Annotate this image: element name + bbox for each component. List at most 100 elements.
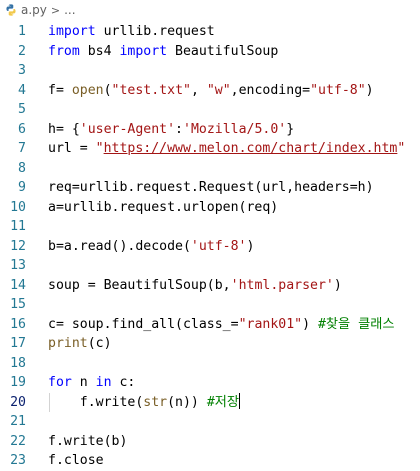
code-text: f.write(str(n)) #저장 [48, 392, 241, 413]
line-number: 8 [18, 160, 26, 176]
code-token-plain: BeautifulSoup [167, 43, 279, 59]
code-token-plain: f= [48, 82, 72, 98]
code-token-plain: n [71, 375, 96, 390]
code-text: a=urllib.request.urlopen(req) [48, 198, 278, 218]
code-line[interactable]: 18 [0, 354, 420, 374]
code-token-kw: from [48, 43, 80, 59]
code-line[interactable]: 3 [0, 61, 420, 81]
indent-guide [49, 392, 50, 412]
code-token-cm: #찾을 클래스 [317, 316, 395, 332]
code-token-plain: } [286, 121, 295, 137]
code-token-plain: f.write( [48, 394, 144, 410]
line-number: 1 [18, 24, 26, 39]
code-token-plain: f.write(b) [48, 433, 128, 449]
line-number: 7 [18, 141, 26, 156]
code-line[interactable]: 11 [0, 217, 420, 237]
code-line[interactable]: 13 [0, 256, 420, 276]
code-line[interactable]: 4 f= open("test.txt", "w",encoding="utf-8… [0, 81, 420, 101]
code-text: soup = BeautifulSoup(b,'html.parser') [48, 276, 342, 296]
code-text: f.write(b) [48, 432, 127, 452]
code-line[interactable]: 17 print(c) [0, 334, 420, 354]
line-number: 9 [18, 180, 26, 195]
line-number: 21 [10, 414, 26, 429]
code-token-fn: str [143, 394, 168, 410]
code-line[interactable]: 9 req=urllib.request.Request(url,headers=… [0, 178, 420, 198]
code-line[interactable]: 20 f.write(str(n)) #저장 [0, 392, 420, 413]
code-text: print(c) [48, 334, 112, 354]
text-cursor [239, 392, 241, 409]
code-text: url = "https://www.melon.com/chart/index… [48, 139, 405, 159]
code-token-plain: c= soup.find_all(class_= [48, 316, 239, 332]
line-number: 15 [10, 297, 26, 312]
code-token-plain: b=a.read().decode( [48, 238, 191, 254]
code-token-plain: (c) [87, 336, 112, 351]
code-line[interactable]: 21 [0, 412, 420, 432]
line-number: 6 [18, 121, 26, 137]
code-token-plain: (n)) [167, 394, 207, 410]
code-line[interactable]: 1 import urllib.request [0, 22, 420, 42]
breadcrumb: a.py > ... [0, 0, 420, 20]
code-token-str: " [95, 141, 104, 156]
code-token-kw: import [119, 43, 168, 59]
line-number: 16 [10, 316, 26, 332]
code-token-str: 'Mozilla/5.0' [183, 121, 287, 137]
code-text: h= {'user-Agent':'Mozilla/5.0'} [48, 120, 294, 140]
code-line[interactable]: 2 from bs4 import BeautifulSoup [0, 42, 420, 62]
code-token-plain: : [175, 121, 183, 137]
breadcrumb-separator: > [50, 3, 61, 17]
code-token-plain: ) [365, 82, 374, 98]
code-editor[interactable]: 1 import urllib.request 2 from bs4 import B… [0, 22, 420, 471]
line-number: 13 [10, 258, 26, 273]
line-number: 2 [18, 43, 26, 59]
code-token-link: https://www.melon.com/chart/index.htm [103, 141, 398, 156]
code-token-str: "rank01" [238, 316, 303, 332]
code-token-str: 'user-Agent' [79, 121, 176, 137]
python-file-icon [6, 4, 16, 16]
code-token-cm: #저장 [206, 394, 240, 410]
code-text: from bs4 import BeautifulSoup [48, 42, 278, 62]
code-token-plain: bs4 [79, 43, 120, 59]
code-token-fn: print [48, 336, 88, 351]
code-text: f= open("test.txt", "w",encoding="utf-8"… [48, 81, 374, 101]
code-token-kw: import [48, 24, 96, 39]
code-text: import urllib.request [48, 22, 215, 42]
line-number: 20 [10, 394, 26, 410]
code-token-plain: ) [302, 316, 318, 332]
line-number: 4 [18, 82, 26, 98]
code-line[interactable]: 19 for n in c: [0, 373, 420, 393]
line-number: 22 [10, 433, 26, 449]
code-text: c= soup.find_all(class_="rank01") #찾을 클래… [48, 315, 395, 335]
code-token-fn: open [71, 82, 104, 98]
code-text: for n in c: [48, 373, 135, 393]
code-token-plain: ( [103, 82, 112, 98]
code-token-str: " [397, 141, 406, 156]
code-token-str: "utf-8" [310, 82, 366, 98]
code-token-plain: soup = BeautifulSoup(b, [48, 277, 231, 293]
code-token-plain: ,encoding= [230, 82, 311, 98]
breadcrumb-file[interactable]: a.py [21, 3, 47, 17]
line-number: 3 [18, 63, 26, 78]
code-token-str: "w" [206, 82, 231, 98]
code-line[interactable]: 8 [0, 159, 420, 179]
code-token-plain: ) [333, 277, 342, 293]
code-line[interactable]: 6 h= {'user-Agent':'Mozilla/5.0'} [0, 120, 420, 140]
breadcrumb-more[interactable]: ... [64, 3, 76, 17]
code-token-str: 'utf-8' [190, 238, 247, 254]
code-token-plain: req=urllib.request.Request(url,headers=h… [48, 180, 374, 195]
code-line[interactable]: 7 url = "https://www.melon.com/chart/inde… [0, 139, 420, 159]
code-token-str: "test.txt" [111, 82, 191, 98]
line-number: 17 [10, 336, 26, 351]
code-text: req=urllib.request.Request(url,headers=h… [48, 178, 374, 198]
code-line[interactable]: 22 f.write(b) [0, 432, 420, 452]
code-token-plain: urllib.request [95, 24, 215, 39]
line-number: 19 [10, 375, 26, 390]
code-line[interactable]: 16 c= soup.find_all(class_="rank01") #찾을 … [0, 315, 420, 335]
code-token-plain: h= { [48, 121, 80, 137]
code-line[interactable]: 15 [0, 295, 420, 315]
code-line[interactable]: 5 [0, 100, 420, 120]
code-token-kw: in [95, 375, 112, 390]
code-token-plain: , [190, 82, 207, 98]
